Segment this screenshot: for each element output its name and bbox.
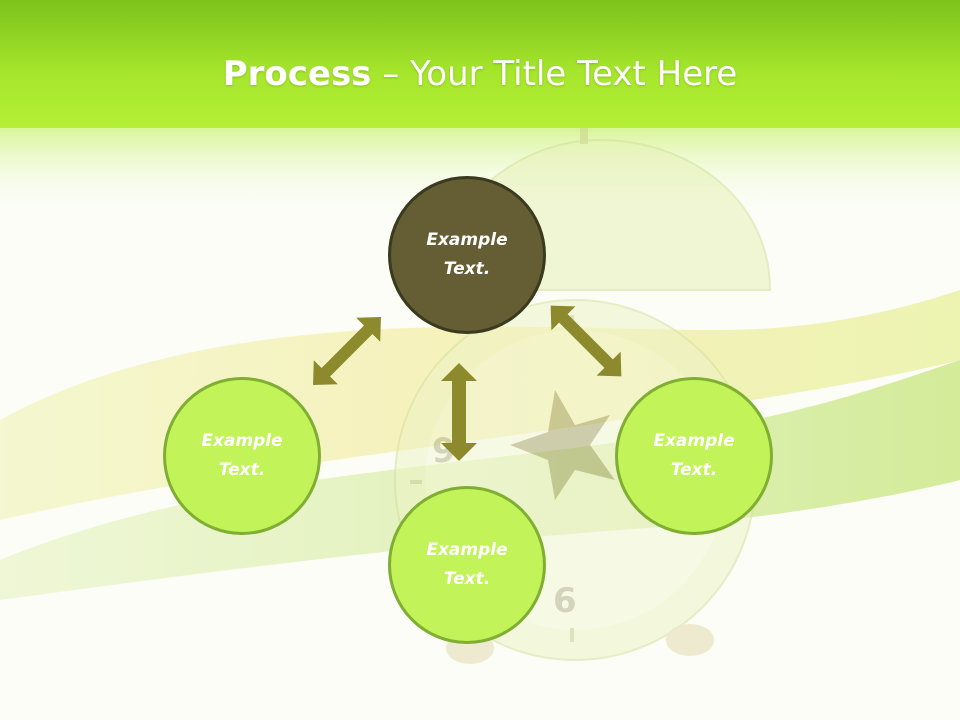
double-arrow-right	[550, 305, 622, 377]
node-label: Example Text.	[426, 540, 508, 589]
title-rest: – Your Title Text Here	[371, 54, 738, 94]
process-node-top[interactable]: Example Text.	[388, 176, 546, 334]
node-label: Example Text.	[201, 431, 283, 480]
node-label: Example Text.	[653, 431, 735, 480]
svg-text:6: 6	[553, 581, 577, 621]
process-node-bottom[interactable]: Example Text.	[388, 486, 546, 644]
title-bold: Process	[222, 54, 372, 94]
process-node-left[interactable]: Example Text.	[163, 377, 321, 535]
double-arrow-center	[441, 363, 477, 461]
double-arrow-left	[313, 317, 381, 385]
node-label: Example Text.	[426, 230, 508, 279]
svg-text:9: 9	[432, 431, 456, 471]
slide-title: Process – Your Title Text Here	[0, 52, 960, 96]
process-node-right[interactable]: Example Text.	[615, 377, 773, 535]
